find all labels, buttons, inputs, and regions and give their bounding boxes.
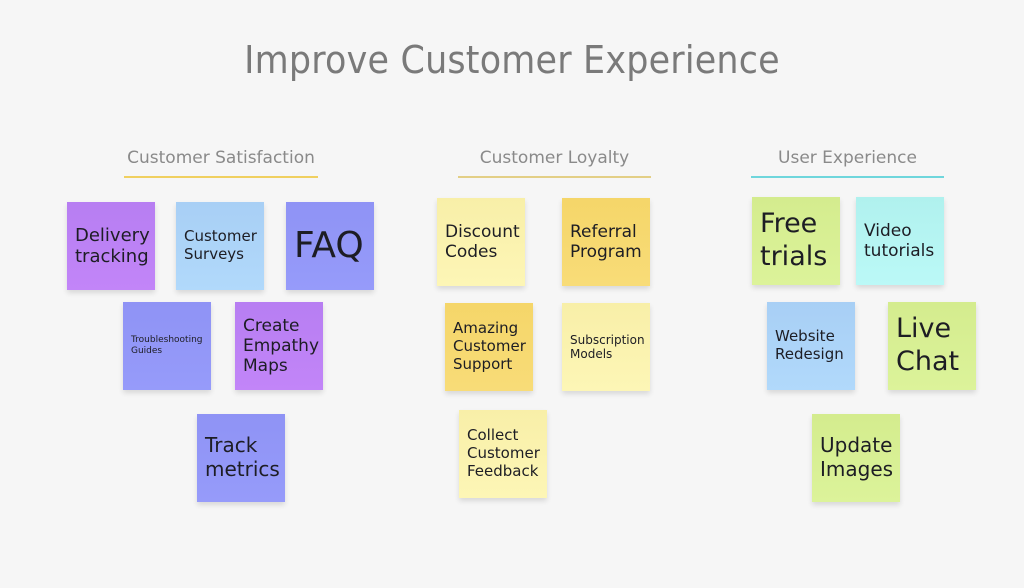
- note-text: Amazing Customer Support: [453, 319, 526, 373]
- heading-customer-satisfaction: Customer Satisfaction: [124, 148, 318, 178]
- sticky-note[interactable]: Discount Codes: [437, 198, 525, 286]
- note-text: Delivery tracking: [75, 224, 150, 267]
- note-text: Update Images: [820, 433, 894, 481]
- heading-label: User Experience: [778, 148, 917, 168]
- note-text: Video tutorials: [864, 220, 935, 261]
- note-text: Live Chat: [896, 313, 960, 377]
- heading-customer-loyalty: Customer Loyalty: [458, 148, 651, 178]
- note-text: Track metrics: [205, 433, 280, 481]
- sticky-note[interactable]: Live Chat: [888, 302, 976, 390]
- heading-underline: [751, 176, 944, 178]
- heading-underline: [124, 176, 318, 178]
- note-text: Customer Surveys: [184, 227, 257, 263]
- sticky-note[interactable]: Amazing Customer Support: [445, 303, 533, 391]
- sticky-note[interactable]: Subscription Models: [562, 303, 650, 391]
- note-text: Website Redesign: [775, 327, 844, 363]
- sticky-note[interactable]: Referral Program: [562, 198, 650, 286]
- sticky-note[interactable]: FAQ: [286, 202, 374, 290]
- heading-underline: [458, 176, 651, 178]
- sticky-note[interactable]: Track metrics: [197, 414, 285, 502]
- note-text: Troubleshooting Guides: [131, 335, 203, 356]
- note-text: Free trials: [760, 208, 828, 272]
- note-text: Subscription Models: [570, 332, 645, 361]
- sticky-note[interactable]: Customer Surveys: [176, 202, 264, 290]
- sticky-note[interactable]: Troubleshooting Guides: [123, 302, 211, 390]
- note-text: Collect Customer Feedback: [467, 426, 540, 480]
- sticky-note[interactable]: Website Redesign: [767, 302, 855, 390]
- note-text: Create Empathy Maps: [243, 315, 320, 377]
- sticky-note[interactable]: Collect Customer Feedback: [459, 410, 547, 498]
- heading-label: Customer Loyalty: [479, 148, 630, 168]
- sticky-note[interactable]: Create Empathy Maps: [235, 302, 323, 390]
- board-title: Improve Customer Experience: [244, 38, 780, 82]
- note-text: FAQ: [294, 224, 364, 266]
- sticky-note[interactable]: Video tutorials: [856, 197, 944, 285]
- sticky-note[interactable]: Update Images: [812, 414, 900, 502]
- note-text: Discount Codes: [445, 221, 520, 262]
- heading-user-experience: User Experience: [751, 148, 944, 178]
- heading-label: Customer Satisfaction: [127, 148, 315, 168]
- sticky-note[interactable]: Free trials: [752, 197, 840, 285]
- sticky-note[interactable]: Delivery tracking: [67, 202, 155, 290]
- note-text: Referral Program: [570, 221, 642, 262]
